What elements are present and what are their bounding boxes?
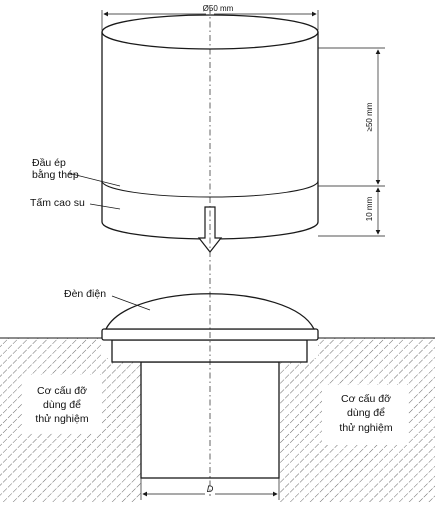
holder-cylinder [140, 361, 280, 479]
rubber-thickness-dimension-label: 10 mm [365, 196, 374, 221]
press-top-ellipse [101, 14, 319, 50]
support-right-label-line3: thử nghiệm [339, 422, 392, 434]
lamp-label: Đèn điện [64, 288, 106, 300]
support-right-label-line2: dùng để [347, 407, 385, 419]
base-width-dimension-label: D [207, 484, 214, 494]
leader-lines [67, 172, 151, 311]
rubber-plate-label: Tấm cao su [30, 197, 85, 209]
holder-flange [111, 339, 308, 363]
support-left-label-line3: thử nghiệm [35, 413, 88, 425]
steel-press-label-line1: Đầu ép [32, 157, 66, 169]
lamp-holder [111, 339, 308, 479]
support-left-label-line1: Cơ cấu đỡ [37, 385, 87, 397]
support-label-box-right [322, 385, 408, 445]
lamp-dome [104, 293, 316, 330]
support-fixture [0, 337, 435, 502]
dimension-base-width: D [140, 478, 280, 500]
lamp [101, 293, 319, 341]
support-label-box-left [22, 375, 102, 433]
dimension-diameter: Ø50 mm [101, 4, 319, 30]
press-height-dimension-label: ≥50 mm [365, 102, 374, 131]
support-right-label-line1: Cơ cấu đỡ [341, 393, 391, 405]
support-left-label-line2: dùng để [43, 399, 81, 411]
dimension-heights: ≥50 mm 10 mm [318, 47, 385, 237]
steel-press-label-line2: bằng thép [32, 168, 79, 181]
diameter-dimension-label: Ø50 mm [203, 4, 234, 13]
